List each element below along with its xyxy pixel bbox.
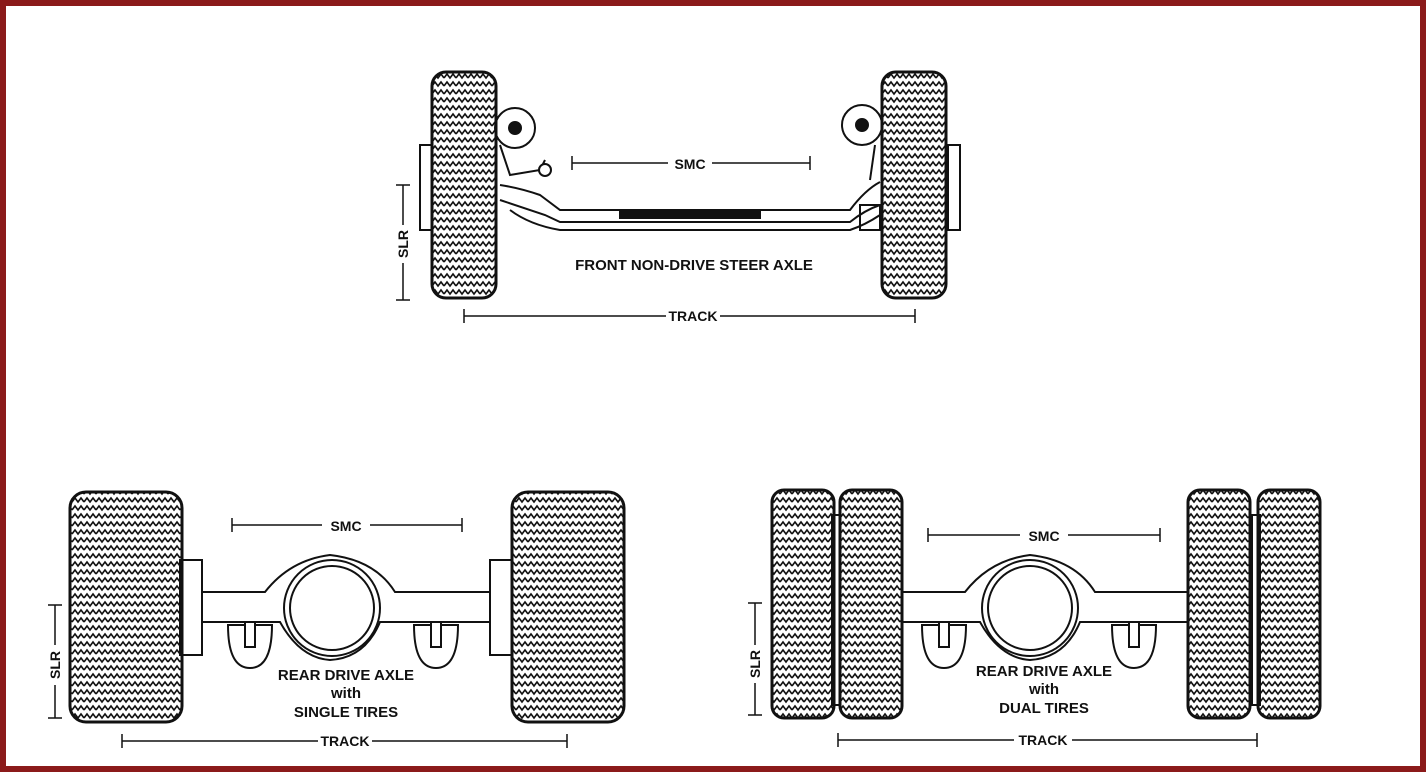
rear-dual-smc-label: SMC: [1028, 528, 1059, 544]
front-slr-dimension: [396, 184, 410, 301]
rear-single-track-dimension: [121, 734, 568, 748]
rear-dual-slr-label: SLR: [747, 650, 763, 678]
rear-dual-right-inner-tire: [1186, 488, 1252, 720]
rear-single-smc-label: SMC: [330, 518, 361, 534]
front-left-tire: [430, 70, 498, 300]
rear-dual-caption-line2: with: [1028, 681, 1059, 698]
rear-dual-smc-dimension: [927, 528, 1161, 542]
rear-single-left-tire: [68, 490, 184, 724]
front-right-tire: [880, 70, 948, 300]
front-track-dimension: [463, 309, 916, 323]
rear-single-right-tire: [510, 490, 626, 724]
rear-single-axle-drawing: [179, 553, 513, 670]
rear-dual-track-dimension: [837, 733, 1258, 747]
rear-dual-left-inner-tire: [838, 488, 904, 720]
rear-single-caption-line2: with: [330, 685, 361, 702]
rear-dual-right-outer-tire: [1256, 488, 1322, 720]
rear-dual-caption-line1: REAR DRIVE AXLE: [976, 663, 1112, 680]
rear-dual-slr-dimension: [748, 602, 762, 716]
rear-single-slr-label: SLR: [47, 651, 63, 679]
front-track-label: TRACK: [669, 308, 718, 324]
rear-dual-track-label: TRACK: [1019, 732, 1068, 748]
rear-single-caption-line3: SINGLE TIRES: [294, 704, 398, 721]
front-smc-label: SMC: [674, 156, 705, 172]
rear-single-caption-line1: REAR DRIVE AXLE: [278, 667, 414, 684]
front-smc-dimension: [571, 156, 811, 170]
rear-single-slr-dimension: [48, 604, 62, 719]
front-axle-caption: FRONT NON-DRIVE STEER AXLE: [575, 257, 813, 274]
rear-dual-left-outer-tire: [770, 488, 836, 720]
front-slr-label: SLR: [395, 230, 411, 258]
rear-dual-caption-line3: DUAL TIRES: [999, 700, 1089, 717]
rear-single-track-label: TRACK: [321, 733, 370, 749]
rear-single-smc-dimension: [231, 518, 463, 532]
